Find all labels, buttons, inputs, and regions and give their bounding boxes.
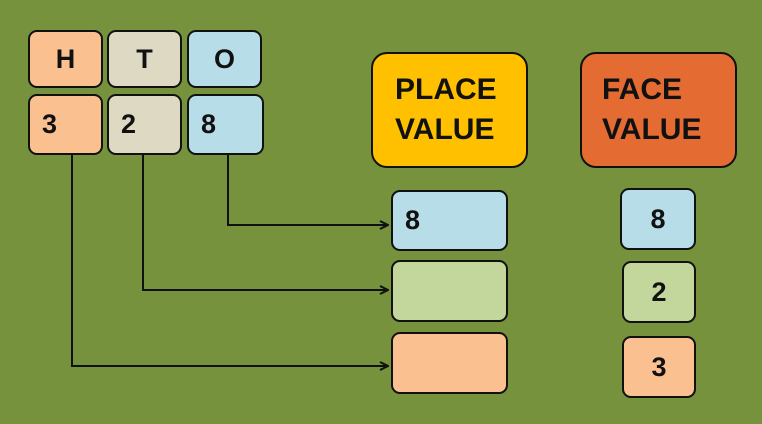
- face-value-hundreds: 3: [622, 336, 696, 398]
- place-value-ones-label: 8: [405, 205, 421, 235]
- digit-tens-label: 2: [121, 109, 137, 139]
- face-value-tens-label: 2: [651, 276, 667, 307]
- place-value-title-line1: PLACE: [395, 73, 497, 106]
- header-tens-label: T: [136, 43, 153, 74]
- place-value-header: PLACE VALUE: [371, 52, 528, 168]
- face-value-title-line2: VALUE: [602, 113, 702, 146]
- place-value-ones: 8: [391, 190, 508, 251]
- face-value-hundreds-label: 3: [651, 351, 667, 382]
- face-value-ones-label: 8: [650, 203, 666, 234]
- digit-ones: 8: [187, 94, 264, 155]
- place-value-tens: [391, 260, 508, 322]
- face-value-tens: 2: [622, 261, 696, 323]
- arrow-ones-to-place: [227, 155, 388, 225]
- digit-ones-label: 8: [201, 109, 217, 139]
- header-ones-label: O: [213, 43, 235, 74]
- header-hundreds-label: H: [55, 43, 76, 74]
- place-value-title-line2: VALUE: [395, 113, 495, 146]
- face-value-ones: 8: [620, 188, 696, 250]
- arrow-tens-to-place: [142, 155, 388, 290]
- header-ones: O: [187, 30, 262, 88]
- header-hundreds: H: [28, 30, 103, 88]
- place-value-hundreds: [391, 332, 508, 394]
- digit-hundreds-label: 3: [42, 109, 58, 139]
- arrow-hundreds-to-place: [71, 155, 388, 366]
- header-tens: T: [107, 30, 182, 88]
- face-value-header: FACE VALUE: [580, 52, 737, 168]
- digit-tens: 2: [107, 94, 182, 155]
- face-value-title-line1: FACE: [602, 73, 683, 106]
- digit-hundreds: 3: [28, 94, 103, 155]
